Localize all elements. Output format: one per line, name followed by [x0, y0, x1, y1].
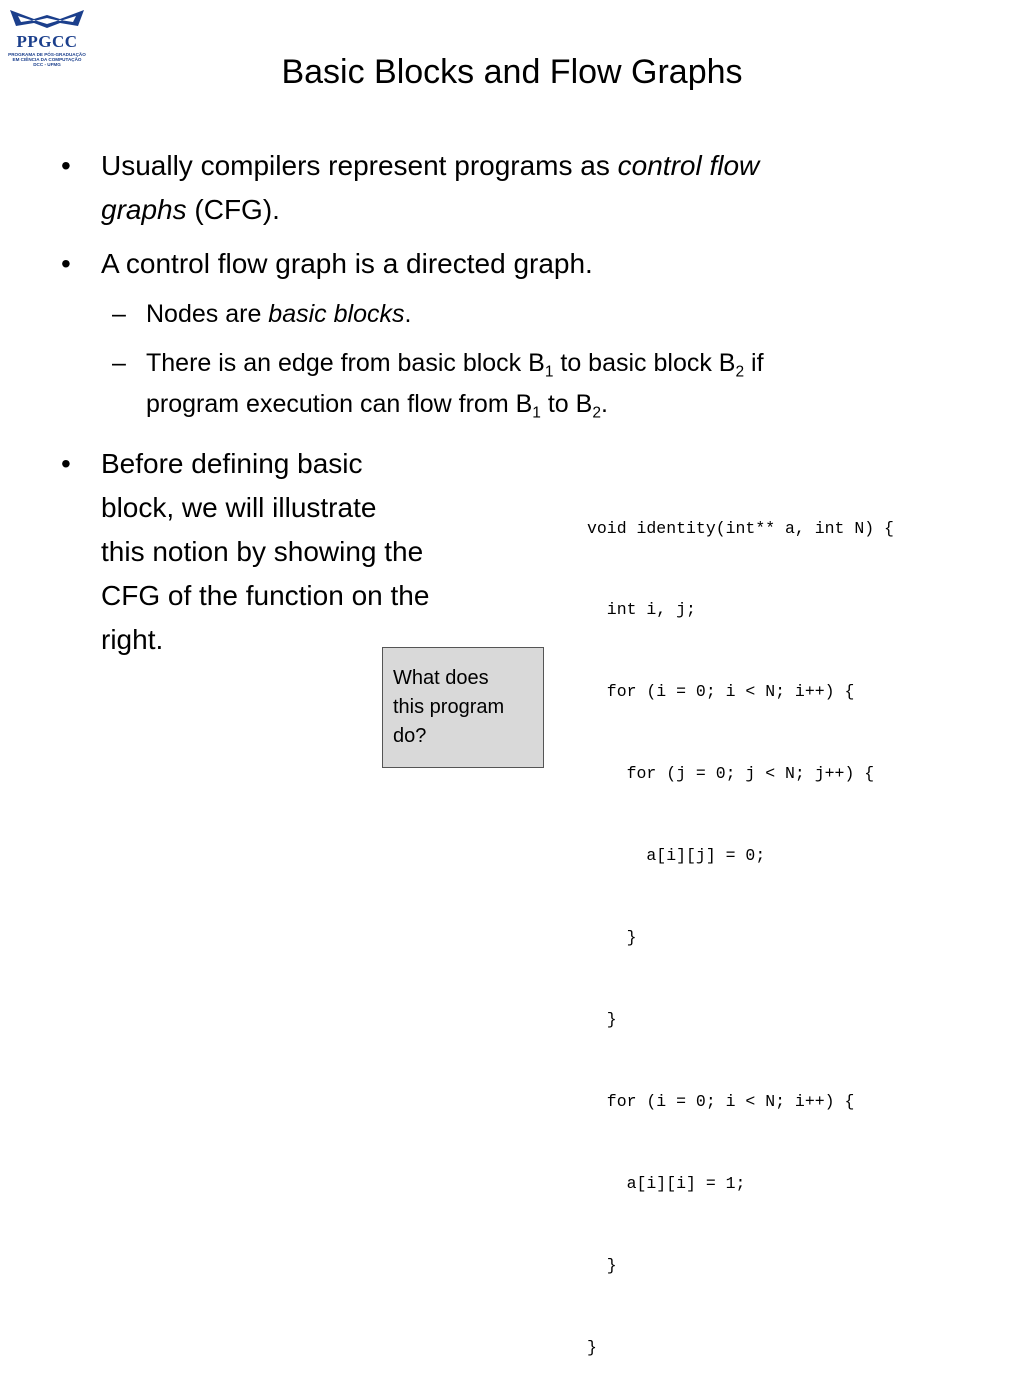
code-line: for (i = 0; i < N; i++) { — [587, 682, 855, 702]
bullet-before-line-2: block, we will illustrate — [101, 492, 377, 523]
question-note-box: What does this program do? — [382, 647, 544, 768]
code-line: for (j = 0; j < N; j++) { — [587, 764, 875, 784]
bullet-mark: • — [61, 448, 71, 479]
bullet-cfg-line-2: graphs (CFG). — [101, 194, 280, 225]
code-listing: void identity(int** a, int N) { int i, j… — [587, 460, 894, 1388]
bullet-directed-graph: • A control flow graph is a directed gra… — [61, 242, 921, 286]
code-line: a[i][i] = 1; — [587, 1173, 746, 1193]
bullet-mark: • — [61, 248, 71, 279]
code-line: } — [587, 928, 637, 948]
code-line: int i, j; — [587, 600, 696, 620]
bullet-before-line-5: right. — [101, 624, 164, 655]
dash-mark: – — [112, 300, 126, 328]
sub-bullet-edge: – There is an edge from basic block B1 t… — [112, 343, 966, 425]
bullet-before-line-3: this notion by showing the — [101, 536, 424, 567]
bullet-mark: • — [61, 150, 71, 181]
logo-line-2: EM CIÊNCIA DA COMPUTAÇÃO — [12, 57, 82, 62]
logo-line-1: PROGRAMA DE PÓS-GRADUAÇÃO — [8, 52, 86, 57]
bullet-cfg-line-1: Usually compilers represent programs as … — [101, 150, 760, 181]
logo-line-3: DCC - UFMG — [33, 62, 61, 67]
dash-mark: – — [112, 349, 126, 377]
code-line: void identity(int** a, int N) { — [587, 518, 894, 538]
code-line: a[i][j] = 0; — [587, 846, 766, 866]
note-line-2: this program — [393, 696, 505, 718]
code-line: } — [587, 1337, 597, 1357]
bullet-before-line-1: Before defining basic — [101, 448, 363, 479]
note-line-1: What does — [393, 667, 489, 689]
logo-emblem-icon — [10, 10, 84, 28]
code-line: } — [587, 1255, 617, 1275]
code-line: for (i = 0; i < N; i++) { — [587, 1091, 855, 1111]
logo-name: PPGCC — [16, 32, 78, 51]
sub-bullet-edge-line-1: There is an edge from basic block B1 to … — [146, 349, 764, 381]
slide-title: Basic Blocks and Flow Graphs — [281, 53, 743, 91]
bullet-before-line-4: CFG of the function on the — [101, 580, 430, 611]
sub-bullet-edge-line-2: program execution can flow from B1 to B2… — [146, 390, 608, 422]
ppgcc-logo: PPGCC PROGRAMA DE PÓS-GRADUAÇÃO EM CIÊNC… — [4, 6, 90, 68]
code-line: } — [587, 1009, 617, 1029]
note-line-3: do? — [393, 725, 427, 747]
bullet-directed-graph-text: A control flow graph is a directed graph… — [101, 248, 593, 279]
bullet-cfg: • Usually compilers represent programs a… — [61, 144, 921, 232]
sub-bullet-nodes: – Nodes are basic blocks. — [112, 294, 926, 335]
bullet-before-defining: • Before defining basic block, we will i… — [61, 442, 541, 662]
